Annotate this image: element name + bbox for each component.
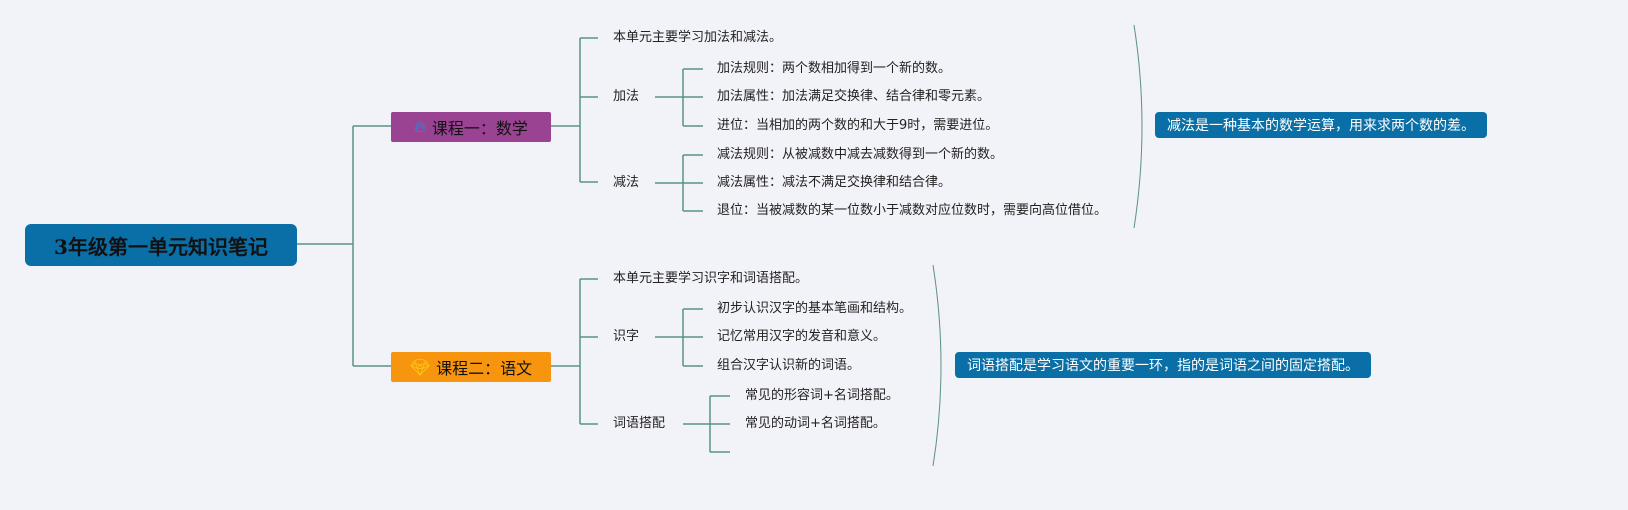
intro-node[interactable]: 本单元主要学习加法和减法。 [613, 30, 783, 45]
topic-node[interactable]: 词语搭配 [613, 416, 666, 431]
leaf-node[interactable]: 减法规则：从被减数中减去减数得到一个新的数。 [717, 147, 1004, 162]
leaf-node[interactable]: 记忆常用汉字的发音和意义。 [717, 329, 887, 344]
summary-node[interactable]: 减法是一种基本的数学运算，用来求两个数的差。 [1155, 112, 1487, 138]
topic-node[interactable]: 减法 [613, 175, 640, 190]
course-label: 课程一：数学 [431, 119, 528, 138]
flame-icon: 🔥︎ [414, 117, 426, 136]
leaf-node[interactable]: 退位：当被减数的某一位数小于减数对应位数时，需要向高位借位。 [717, 203, 1108, 218]
leaf-node[interactable]: 组合汉字认识新的词语。 [717, 358, 861, 373]
leaf-node[interactable]: 减法属性：减法不满足交换律和结合律。 [717, 175, 952, 190]
leaf-node[interactable]: 初步认识汉字的基本笔画和结构。 [717, 301, 913, 316]
summary-bracket [1133, 24, 1143, 229]
summary-bracket [932, 264, 942, 467]
leaf-node[interactable]: 加法属性：加法满足交换律、结合律和零元素。 [717, 89, 991, 104]
leaf-node[interactable]: 常见的动词+名词搭配。 [745, 416, 886, 431]
leaf-node[interactable]: 进位：当相加的两个数的和大于9时，需要进位。 [717, 118, 999, 133]
summary-node[interactable]: 词语搭配是学习语文的重要一环，指的是词语之间的固定搭配。 [955, 352, 1371, 378]
leaf-node[interactable]: 常见的形容词+名词搭配。 [745, 388, 899, 403]
course-math[interactable]: 🔥︎ 课程一：数学 [391, 112, 551, 142]
topic-node[interactable]: 加法 [613, 89, 640, 104]
diamond-icon: 💎︎ [409, 357, 431, 377]
root-topic[interactable]: 3年级第一单元知识笔记 [25, 224, 297, 266]
course-label: 课程二：语文 [436, 359, 533, 378]
course-chinese[interactable]: 💎︎ 课程二：语文 [391, 352, 551, 382]
leaf-node[interactable]: 加法规则：两个数相加得到一个新的数。 [717, 61, 952, 76]
intro-node[interactable]: 本单元主要学习识字和词语搭配。 [613, 271, 809, 286]
topic-node[interactable]: 识字 [613, 329, 640, 344]
